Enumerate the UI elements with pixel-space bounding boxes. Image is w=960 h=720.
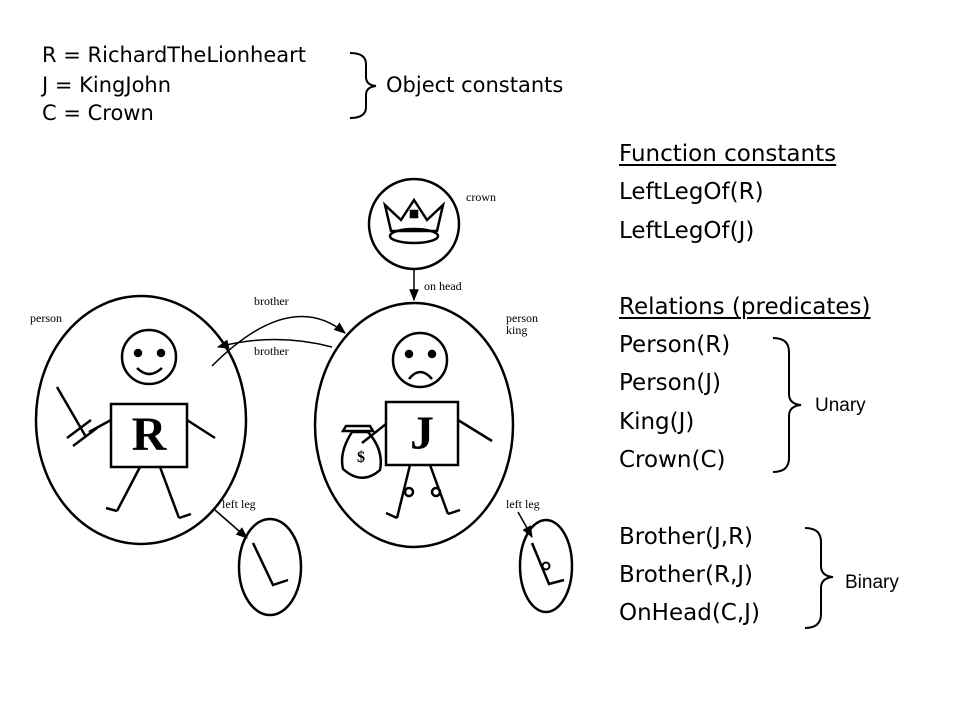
richard-ellipse bbox=[34, 294, 248, 546]
on-head-label: on head bbox=[424, 279, 462, 293]
unary-brace bbox=[772, 337, 802, 473]
john-ellipse bbox=[313, 301, 515, 549]
john-figure bbox=[361, 331, 493, 520]
john-left-leg-label: left leg bbox=[506, 497, 540, 511]
relations-heading: Relations (predicates) bbox=[619, 294, 871, 320]
john-king-label: king bbox=[506, 323, 527, 337]
object-constant-j: J = KingJohn bbox=[42, 73, 172, 97]
john-person-label: person bbox=[506, 311, 538, 325]
john-left-leg-ellipse bbox=[518, 518, 574, 614]
function-constant-item: LeftLegOf(J) bbox=[619, 218, 755, 244]
richard-person-label: person bbox=[30, 311, 62, 325]
john-left-leg bbox=[530, 542, 565, 586]
crown-circle bbox=[367, 177, 461, 271]
unary-relation-item: Person(R) bbox=[619, 332, 731, 358]
function-constants-heading: Function constants bbox=[619, 141, 837, 167]
crown-icon bbox=[382, 197, 446, 245]
richard-left-leg bbox=[251, 542, 289, 587]
richard-letter: R bbox=[132, 408, 168, 461]
crown-label: crown bbox=[466, 190, 496, 204]
richard-left-leg-label: left leg bbox=[222, 497, 256, 511]
unary-label: Unary bbox=[815, 395, 866, 416]
function-constant-item: LeftLegOf(R) bbox=[619, 179, 764, 205]
brother-arrow-j-to-r bbox=[216, 338, 333, 349]
brother-label-bottom: brother bbox=[254, 344, 289, 358]
unary-relation-item: Person(J) bbox=[619, 370, 722, 396]
object-constant-r: R = RichardTheLionheart bbox=[42, 43, 306, 67]
john-left-leg-knee bbox=[541, 561, 551, 571]
binary-relation-item: Brother(R,J) bbox=[619, 562, 754, 588]
john-label-box bbox=[384, 400, 460, 467]
money-bag-symbol: $ bbox=[357, 449, 365, 466]
binary-brace bbox=[804, 527, 834, 629]
brother-label-top: brother bbox=[254, 294, 289, 308]
left-leg-arrow-r bbox=[214, 509, 248, 539]
richard-label-box bbox=[109, 402, 189, 469]
object-constants-brace bbox=[349, 52, 377, 119]
john-letter: J bbox=[410, 407, 434, 460]
binary-relation-item: OnHead(C,J) bbox=[619, 600, 760, 626]
richard-figure bbox=[55, 328, 216, 520]
brother-arrow-r-to-j bbox=[211, 315, 346, 367]
richard-left-leg-ellipse bbox=[237, 517, 303, 617]
binary-relation-item: Brother(J,R) bbox=[619, 524, 754, 550]
binary-label: Binary bbox=[845, 572, 899, 593]
object-constants-label: Object constants bbox=[386, 73, 564, 97]
unary-relation-item: King(J) bbox=[619, 409, 695, 435]
unary-relation-item: Crown(C) bbox=[619, 447, 726, 473]
money-bag-icon: $ bbox=[340, 424, 382, 479]
object-constant-c: C = Crown bbox=[42, 101, 154, 125]
left-leg-arrow-j bbox=[517, 511, 533, 539]
